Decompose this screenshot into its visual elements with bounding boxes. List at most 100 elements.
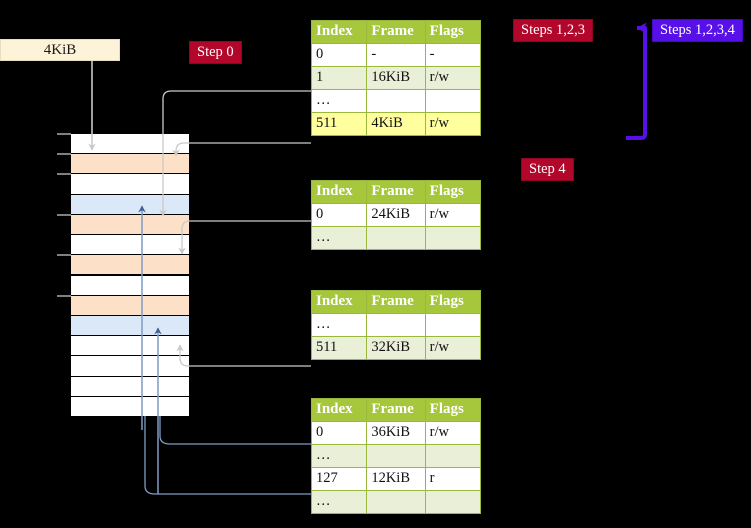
cell-index: 1 bbox=[310, 66, 368, 90]
cell-flags: r/w bbox=[424, 112, 482, 136]
cell-flags bbox=[424, 226, 482, 250]
cell-frame: 24KiB bbox=[366, 203, 426, 227]
connector-pt-row127-to-grid bbox=[144, 416, 311, 495]
cell-frame bbox=[366, 313, 426, 337]
cell-index: 511 bbox=[310, 112, 368, 136]
memory-size-label: 4KiB bbox=[0, 39, 120, 61]
cell-index: 0 bbox=[310, 421, 368, 445]
cell-index: … bbox=[310, 226, 368, 250]
memory-grid bbox=[70, 133, 190, 417]
memory-grid-row bbox=[71, 376, 189, 397]
cell-frame: 32KiB bbox=[366, 336, 426, 360]
memory-grid-row bbox=[71, 255, 189, 276]
memory-grid-row bbox=[71, 214, 189, 236]
table-row: … bbox=[310, 444, 482, 468]
cell-index: 0 bbox=[310, 203, 368, 227]
memory-grid-tick bbox=[57, 173, 71, 176]
table-row: 0-- bbox=[310, 43, 482, 67]
memory-grid-row bbox=[71, 356, 189, 377]
cell-index: … bbox=[310, 490, 368, 514]
column-header-index: Index bbox=[310, 180, 368, 204]
memory-grid-row bbox=[71, 336, 189, 357]
memory-grid-tick bbox=[57, 294, 71, 297]
cell-frame: - bbox=[366, 43, 426, 67]
column-header-frame: Frame bbox=[366, 398, 426, 422]
memory-grid-row bbox=[71, 275, 189, 296]
cell-flags: r/w bbox=[424, 421, 482, 445]
badge-step-0: Step 0 bbox=[189, 41, 242, 64]
table-row: … bbox=[310, 226, 482, 250]
cell-frame bbox=[366, 89, 426, 113]
memory-grid-row bbox=[71, 235, 189, 256]
cell-flags: r/w bbox=[424, 203, 482, 227]
column-header-flags: Flags bbox=[424, 398, 482, 422]
badge-steps-1-2-3-4: Steps 1,2,3,4 bbox=[652, 19, 743, 42]
cell-flags: r/w bbox=[424, 66, 482, 90]
cell-index: … bbox=[310, 313, 368, 337]
memory-grid-row bbox=[71, 194, 189, 215]
cell-frame bbox=[366, 444, 426, 468]
column-header-frame: Frame bbox=[366, 290, 426, 314]
column-header-flags: Flags bbox=[424, 20, 482, 44]
memory-grid-row bbox=[71, 134, 189, 155]
badge-steps-1-2-3: Steps 1,2,3 bbox=[513, 19, 594, 42]
connector-pml4-to-grid bbox=[172, 142, 311, 157]
cell-frame: 4KiB bbox=[366, 112, 426, 136]
cell-frame: 36KiB bbox=[366, 421, 426, 445]
table-row: … bbox=[310, 313, 482, 337]
memory-grid-row bbox=[71, 154, 189, 175]
memory-grid-row bbox=[71, 315, 189, 337]
cell-flags bbox=[424, 89, 482, 113]
cell-frame: 16KiB bbox=[366, 66, 426, 90]
cell-frame bbox=[366, 226, 426, 250]
cell-index: … bbox=[310, 89, 368, 113]
column-header-index: Index bbox=[310, 398, 368, 422]
column-header-index: Index bbox=[310, 20, 368, 44]
memory-grid-row bbox=[71, 174, 189, 195]
memory-grid-tick bbox=[57, 153, 71, 156]
cell-index: 511 bbox=[310, 336, 368, 360]
cell-flags: - bbox=[424, 43, 482, 67]
memory-grid-tick bbox=[57, 133, 71, 135]
cell-flags bbox=[424, 490, 482, 514]
column-header-frame: Frame bbox=[366, 20, 426, 44]
connector-pt-row0-to-grid bbox=[159, 416, 311, 445]
cell-flags: r/w bbox=[424, 336, 482, 360]
table-row: … bbox=[310, 490, 482, 514]
cell-flags bbox=[424, 444, 482, 468]
column-header-index: Index bbox=[310, 290, 368, 314]
connector-pd-to-grid bbox=[176, 344, 311, 367]
memory-grid-tick bbox=[57, 213, 71, 216]
cell-index: 127 bbox=[310, 467, 368, 491]
connector-pdp-entry-down bbox=[178, 220, 311, 255]
column-header-frame: Frame bbox=[366, 180, 426, 204]
memory-grid-row bbox=[71, 295, 189, 316]
column-header-flags: Flags bbox=[424, 180, 482, 204]
column-header-flags: Flags bbox=[424, 290, 482, 314]
bracket-steps-1-2-3-4 bbox=[626, 22, 647, 140]
cell-index: … bbox=[310, 444, 368, 468]
table-row: … bbox=[310, 89, 482, 113]
cell-frame bbox=[366, 490, 426, 514]
cell-flags bbox=[424, 313, 482, 337]
badge-step-4: Step 4 bbox=[521, 158, 574, 181]
memory-grid-tick bbox=[57, 254, 71, 257]
memory-grid-row bbox=[71, 396, 189, 417]
cell-flags: r bbox=[424, 467, 482, 491]
cell-index: 0 bbox=[310, 43, 368, 67]
